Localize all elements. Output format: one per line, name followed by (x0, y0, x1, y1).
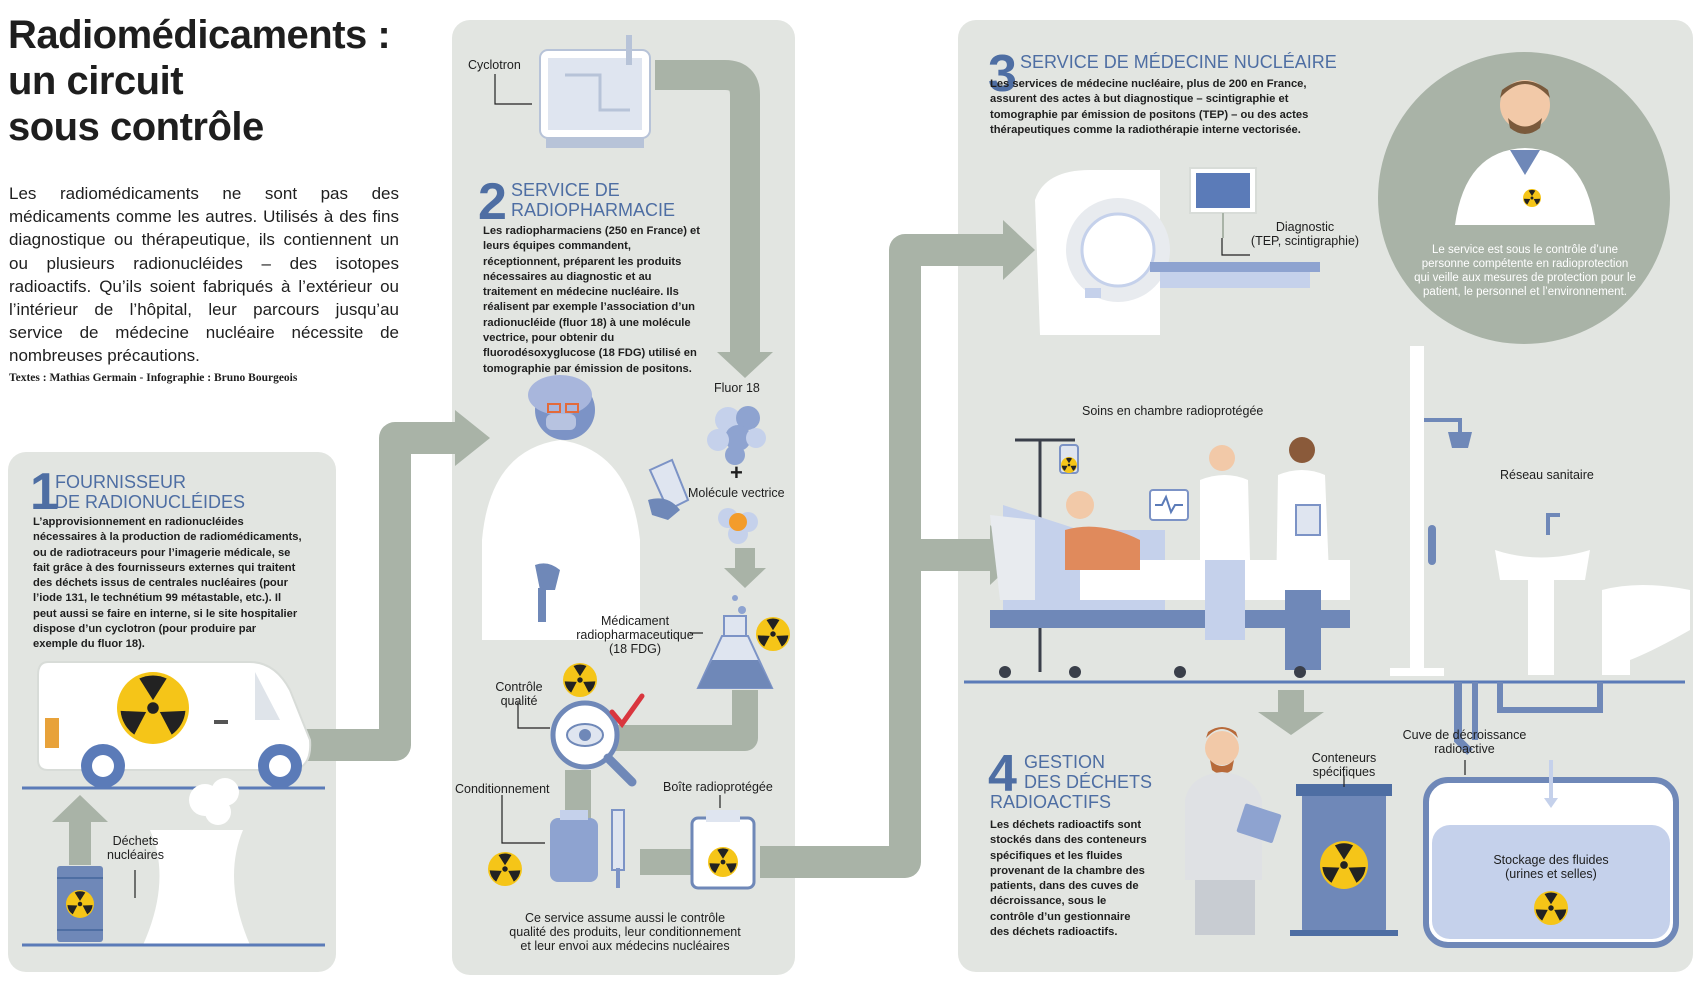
label-reseau-sanitaire: Réseau sanitaire (1500, 468, 1594, 482)
section3-text: Les services de médecine nucléaire, plus… (990, 78, 1309, 136)
shielded-box-illustration (690, 810, 756, 890)
magnifier-illustration (550, 693, 645, 787)
label-diagnostic-line-1: Diagnostic (1275, 220, 1335, 234)
section1-heading-line-2: DE RADIONUCLÉIDES (55, 492, 246, 512)
arrow-fournisseur-to-radiopharmacie (300, 422, 455, 761)
section4-text: Les déchets radioactifs sont stockés dan… (990, 819, 1147, 939)
section1-heading-line-1: FOURNISSEUR (55, 472, 187, 492)
section4-heading: GESTION DES DÉCHETS RADIOACTIFS (990, 752, 1152, 812)
label-cuve-decroissance: Cuve de décroissance radioactive (1392, 728, 1537, 756)
section2-heading: SERVICE DE RADIOPHARMACIE (511, 180, 675, 220)
label-dechets-nucleaires: Déchets nucléaires (98, 834, 173, 862)
radiation-icon-conditionnement (488, 852, 522, 886)
intro-paragraph: Les radiomédicaments ne sont pas des méd… (9, 184, 399, 366)
radioprotection-officer-illustration (1455, 80, 1595, 225)
label-molecule-vectrice: Molécule vectrice (688, 486, 785, 500)
label-conteneurs-line-1: Conteneurs (1311, 751, 1377, 765)
sanitary-illustration (1390, 346, 1690, 676)
section1-text: L’approvisionnement en radionucléides né… (33, 516, 302, 651)
section3-heading: SERVICE DE MÉDECINE NUCLÉAIRE (1020, 52, 1337, 72)
section2-heading-line-2: RADIOPHARMACIE (511, 200, 676, 220)
label-cuve-line-2: radioactive (1434, 742, 1495, 756)
section1-number: 1 (30, 463, 59, 521)
arrow-head-3 (1003, 220, 1035, 280)
flask-illustration (696, 595, 774, 689)
decay-tank-illustration (1423, 682, 1679, 948)
cyclotron-illustration (539, 35, 651, 148)
arrow-head-2 (717, 352, 773, 378)
label-conteneurs-specifiques: Conteneurs spécifiques (1297, 751, 1391, 779)
label-cuve-line-1: Cuve de décroissance (1402, 728, 1527, 742)
arrow-radiopharmacie-to-medecine (760, 234, 1005, 878)
label-dechets-line-1: Déchets (112, 834, 159, 848)
hospital-room-illustration (990, 437, 1350, 678)
plus-sign: + (730, 460, 743, 485)
label-fluor-18: Fluor 18 (714, 381, 760, 395)
arrow-cyclotron-down (655, 60, 760, 352)
label-dechets-line-2: nucléaires (107, 848, 164, 862)
label-controle-line-2: qualité (500, 694, 538, 708)
credits: Textes : Mathias Germain - Infographie :… (9, 372, 298, 384)
label-medicament-line-2: radiopharmaceutique (576, 628, 694, 642)
arrow-up-dechets (69, 820, 91, 865)
section3-number: 3 (988, 45, 1017, 103)
section2-footer-line-1: Ce service assume aussi le contrôle (524, 911, 726, 925)
label-diagnostic: Diagnostic (TEP, scintigraphie) (1245, 220, 1365, 248)
radiation-icon-qc (563, 663, 597, 697)
pet-scanner-illustration (1035, 167, 1320, 335)
label-medicament: Médicament radiopharmaceutique (18 FDG) (570, 614, 700, 656)
label-stockage-line-2: (urines et selles) (1505, 867, 1597, 881)
section4-heading-line-2: DES DÉCHETS (1024, 772, 1153, 792)
section2-footer-line-2: qualité des produits, leur conditionneme… (509, 925, 741, 939)
section4-heading-line-3: RADIOACTIFS (990, 792, 1112, 812)
section2-heading-line-1: SERVICE DE (511, 180, 620, 200)
label-medicament-line-1: Médicament (600, 614, 670, 628)
fluor-molecule-illustration (707, 406, 766, 465)
iv-bag-illustration (550, 809, 625, 888)
section2-footer: Ce service assume aussi le contrôle qual… (480, 911, 770, 953)
arrow-head-1 (455, 410, 490, 466)
label-stockage-line-1: Stockage des fluides (1493, 853, 1609, 867)
section1-heading: FOURNISSEUR DE RADIONUCLÉIDES (55, 472, 245, 512)
label-soins-chambre: Soins en chambre radioprotégée (1082, 404, 1264, 418)
label-medicament-line-3: (18 FDG) (608, 642, 662, 656)
section2-footer-line-3: et leur envoi aux médecins nucléaires (520, 939, 730, 953)
section4-number: 4 (988, 745, 1017, 803)
main-title: Radiomédicaments : un circuit sous contr… (8, 12, 391, 150)
main-title-line-2: un circuit (8, 59, 184, 103)
waste-container-illustration (1290, 784, 1398, 936)
main-title-line-3: sous contrôle (8, 105, 264, 149)
section4-heading-line-1: GESTION (1024, 752, 1106, 772)
van-illustration (37, 661, 312, 788)
label-stockage-fluides: Stockage des fluides (urines et selles) (1470, 853, 1632, 881)
pharmacist-illustration (482, 375, 690, 640)
nuclear-plant-illustration (143, 778, 250, 945)
arrow-qc-loop (610, 690, 758, 751)
radioprotection-text: Le service est sous le contrôle d’une pe… (1414, 244, 1636, 298)
label-diagnostic-line-2: (TEP, scintigraphie) (1250, 234, 1360, 248)
radiation-icon-flask (756, 617, 790, 651)
label-controle-line-1: Contrôle (495, 680, 543, 694)
label-conteneurs-line-2: spécifiques (1312, 765, 1376, 779)
waste-manager-illustration (1185, 727, 1282, 935)
arrow-to-dechets (1278, 690, 1304, 714)
section2-text: Les radiopharmaciens (250 en France) et … (483, 225, 700, 375)
vector-molecule-illustration (718, 508, 758, 544)
label-controle-qualite: Contrôle qualité (485, 680, 553, 708)
section2-number: 2 (478, 173, 507, 231)
label-conditionnement: Conditionnement (455, 782, 550, 796)
label-boite-radioprotegee: Boîte radioprotégée (663, 780, 773, 794)
main-title-line-1: Radiomédicaments : (8, 13, 391, 57)
label-cyclotron: Cyclotron (468, 58, 521, 72)
arrow-fluor-down (735, 548, 755, 570)
waste-barrel-illustration (57, 866, 103, 942)
